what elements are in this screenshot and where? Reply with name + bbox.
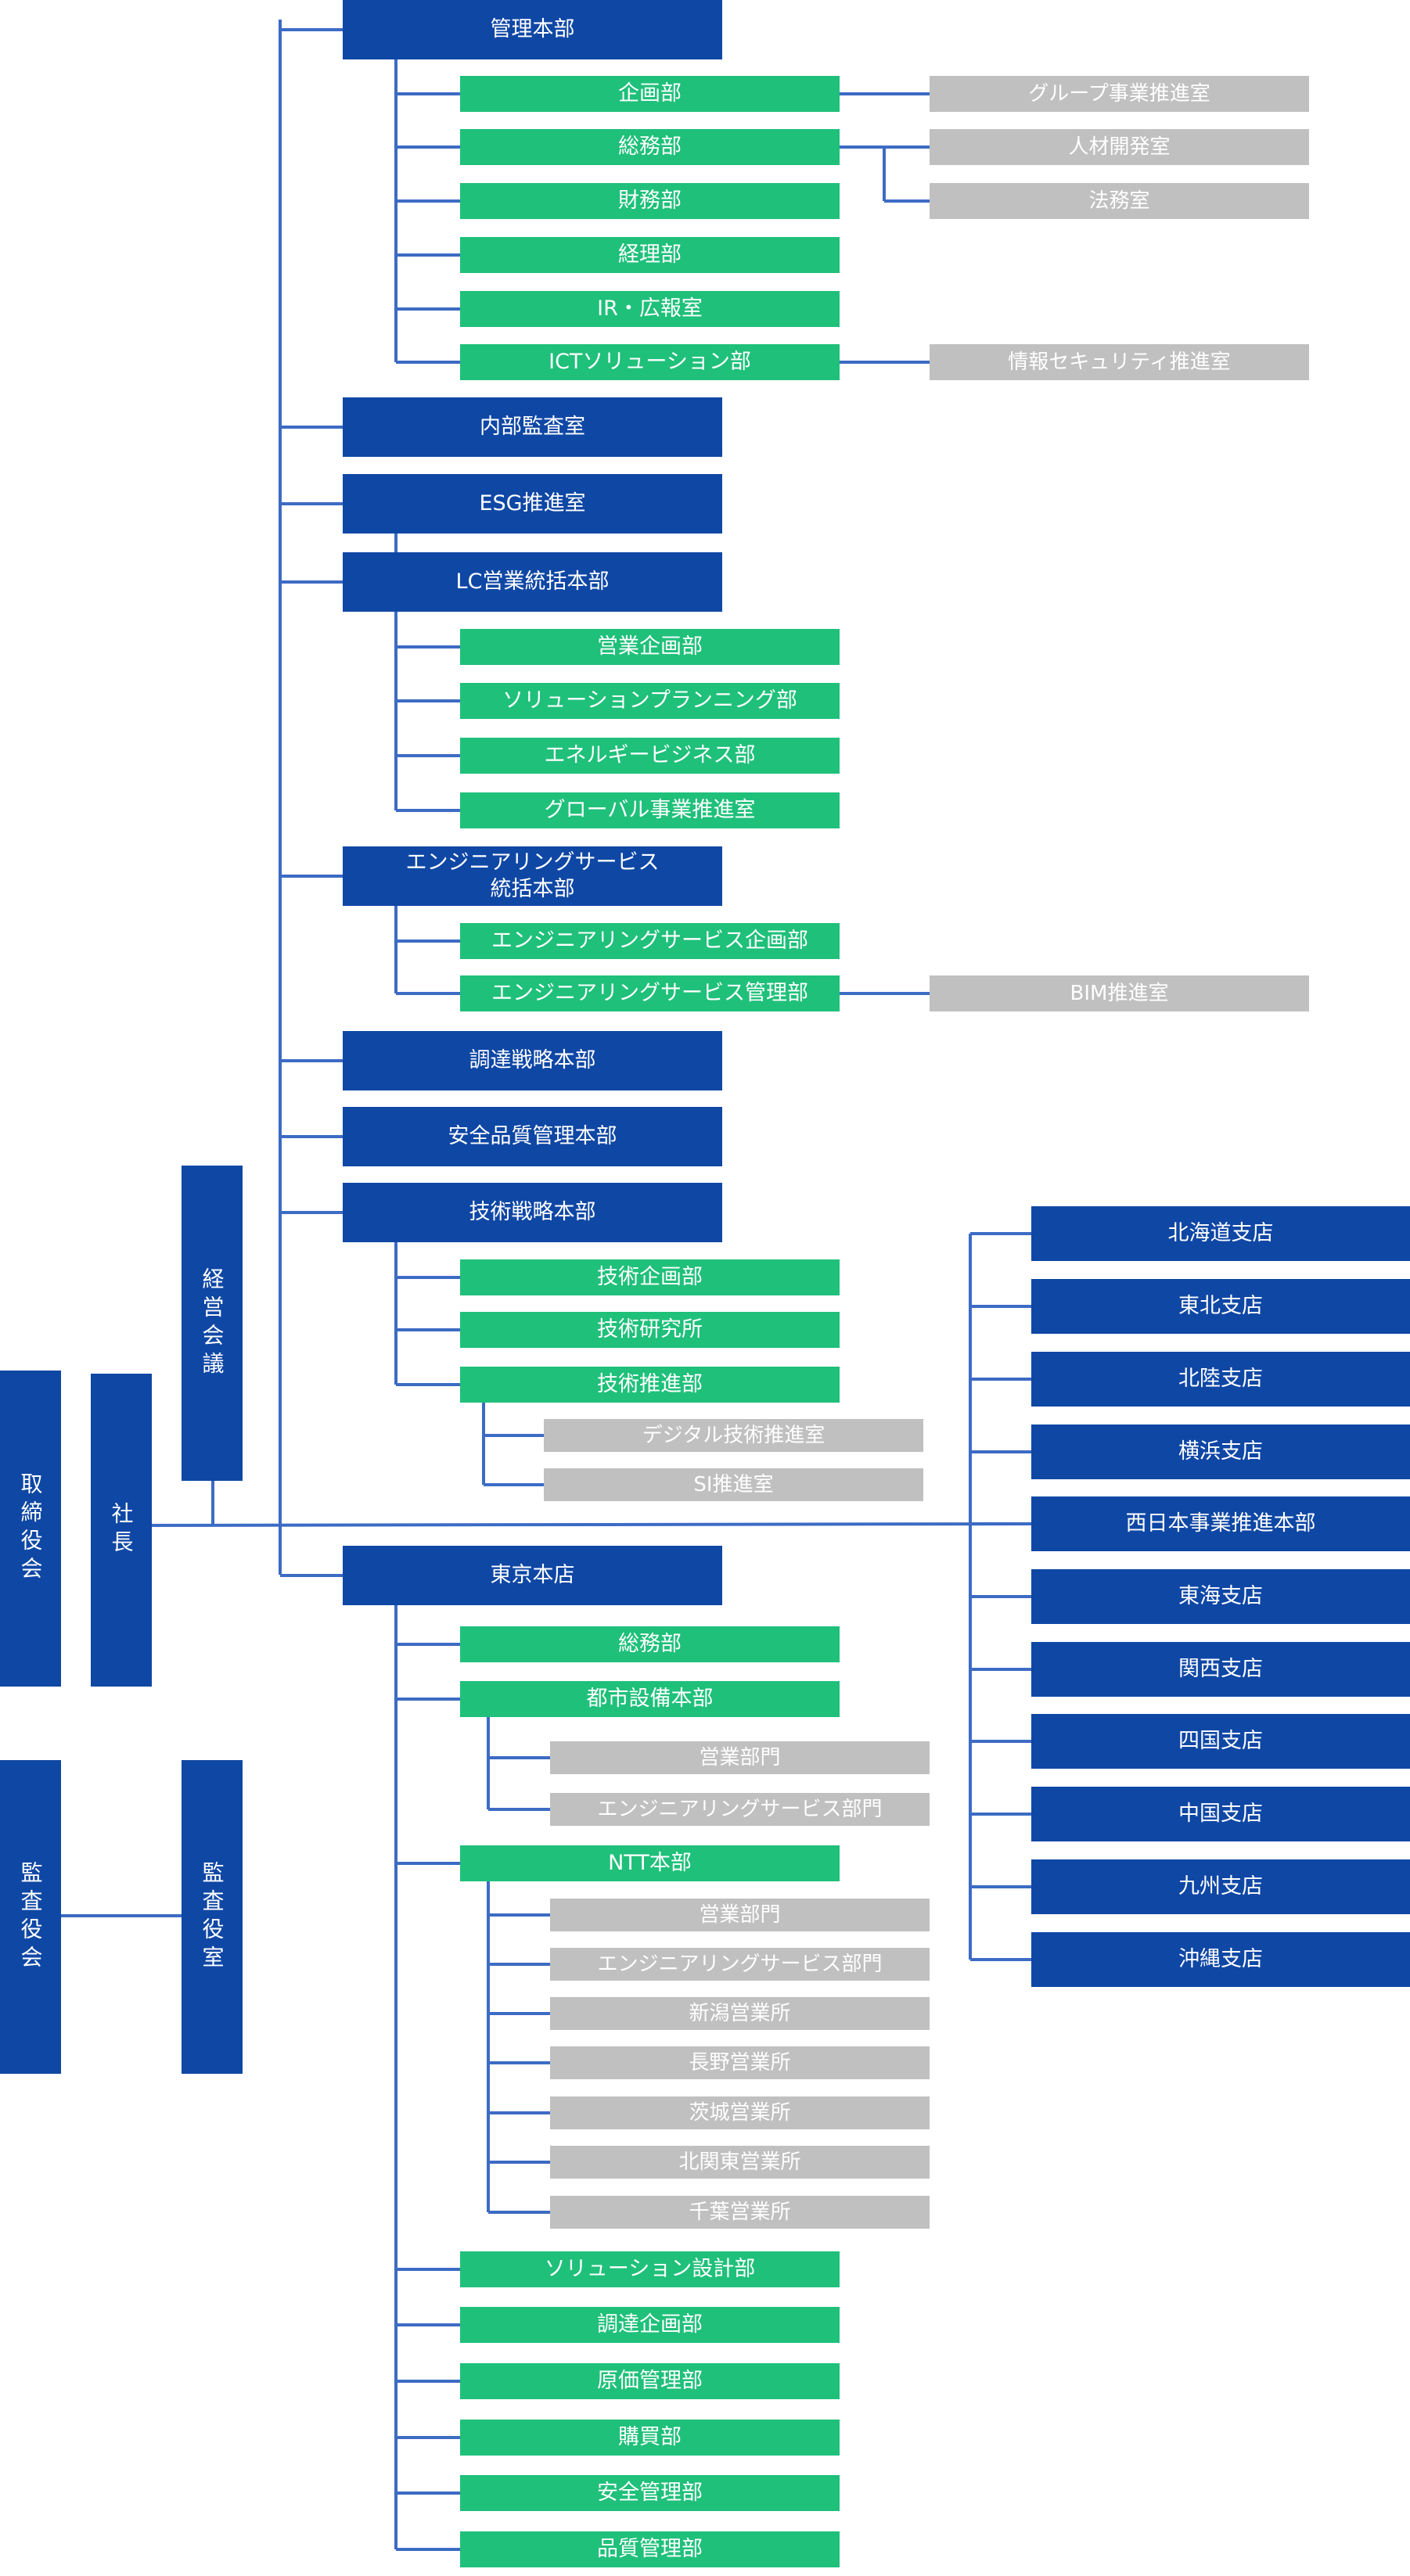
branch-box: 関西支店 (1031, 1642, 1410, 1697)
department-box: 総務部 (460, 129, 840, 165)
office-box: 長野営業所 (550, 2046, 930, 2079)
branch-box: 北陸支店 (1031, 1352, 1410, 1407)
department-box: 購買部 (460, 2420, 840, 2456)
auditors-board-box: 監査役会 (0, 1760, 61, 2074)
office-box: エンジニアリングサービス部門 (550, 1793, 930, 1826)
branch-box: 東海支店 (1031, 1569, 1410, 1624)
branch-box: 中国支店 (1031, 1787, 1410, 1841)
department-box: 経理部 (460, 237, 840, 273)
office-box: 営業部門 (550, 1899, 930, 1931)
office-box: 新潟営業所 (550, 1997, 930, 2030)
branch-box: 東北支店 (1031, 1279, 1410, 1334)
department-box: 営業企画部 (460, 629, 840, 665)
department-box: 都市設備本部 (460, 1681, 840, 1717)
hq-division-box: 調達戦略本部 (343, 1031, 722, 1090)
hq-division-box: エンジニアリングサービス 統括本部 (343, 846, 722, 906)
office-box: デジタル技術推進室 (544, 1419, 923, 1452)
management-meeting-box: 経営会議 (182, 1166, 243, 1481)
department-box: ICTソリューション部 (460, 344, 840, 380)
department-box: 安全管理部 (460, 2475, 840, 2511)
office-box: 営業部門 (550, 1741, 930, 1774)
hq-division-box: LC営業統括本部 (343, 552, 722, 612)
department-box: 総務部 (460, 1626, 840, 1662)
department-box: グローバル事業推進室 (460, 792, 840, 828)
branch-box: 四国支店 (1031, 1714, 1410, 1769)
office-box: 情報セキュリティ推進室 (930, 344, 1309, 380)
branch-box: 西日本事業推進本部 (1031, 1496, 1410, 1551)
department-box: エンジニアリングサービス管理部 (460, 975, 840, 1011)
hq-division-box: 管理本部 (343, 0, 722, 59)
department-box: 調達企画部 (460, 2307, 840, 2343)
department-box: 原価管理部 (460, 2363, 840, 2399)
department-box: 品質管理部 (460, 2531, 840, 2567)
office-box: グループ事業推進室 (930, 76, 1309, 112)
office-box: 人材開発室 (930, 129, 1309, 165)
hq-division-box: ESG推進室 (343, 474, 722, 534)
auditors-office-box: 監査役室 (182, 1760, 243, 2074)
office-box: 茨城営業所 (550, 2096, 930, 2129)
president-box: 社長 (91, 1374, 152, 1687)
department-box: 企画部 (460, 76, 840, 112)
office-box: BIM推進室 (930, 975, 1309, 1011)
hq-division-box: 内部監査室 (343, 397, 722, 457)
department-box: NTT本部 (460, 1845, 840, 1881)
branch-box: 横浜支店 (1031, 1425, 1410, 1479)
board-of-directors-box: 取締役会 (0, 1371, 61, 1687)
department-box: 技術企画部 (460, 1259, 840, 1295)
branch-box: 九州支店 (1031, 1859, 1410, 1914)
department-box: 技術研究所 (460, 1312, 840, 1348)
branch-box: 北海道支店 (1031, 1206, 1410, 1261)
department-box: ソリューション設計部 (460, 2251, 840, 2287)
office-box: エンジニアリングサービス部門 (550, 1948, 930, 1981)
connector-line (124, 1522, 1032, 1527)
department-box: エンジニアリングサービス企画部 (460, 923, 840, 959)
hq-division-box: 技術戦略本部 (343, 1183, 722, 1242)
department-box: エネルギービジネス部 (460, 738, 840, 774)
office-box: 北関東営業所 (550, 2146, 930, 2179)
department-box: ソリューションプランニング部 (460, 683, 840, 719)
office-box: SI推進室 (544, 1468, 923, 1501)
department-box: 技術推進部 (460, 1367, 840, 1403)
office-box: 法務室 (930, 183, 1309, 219)
department-box: 財務部 (460, 183, 840, 219)
department-box: IR・広報室 (460, 291, 840, 327)
office-box: 千葉営業所 (550, 2196, 930, 2229)
branch-box: 沖縄支店 (1031, 1932, 1410, 1987)
hq-division-box: 安全品質管理本部 (343, 1107, 722, 1166)
hq-division-box: 東京本店 (343, 1546, 722, 1605)
